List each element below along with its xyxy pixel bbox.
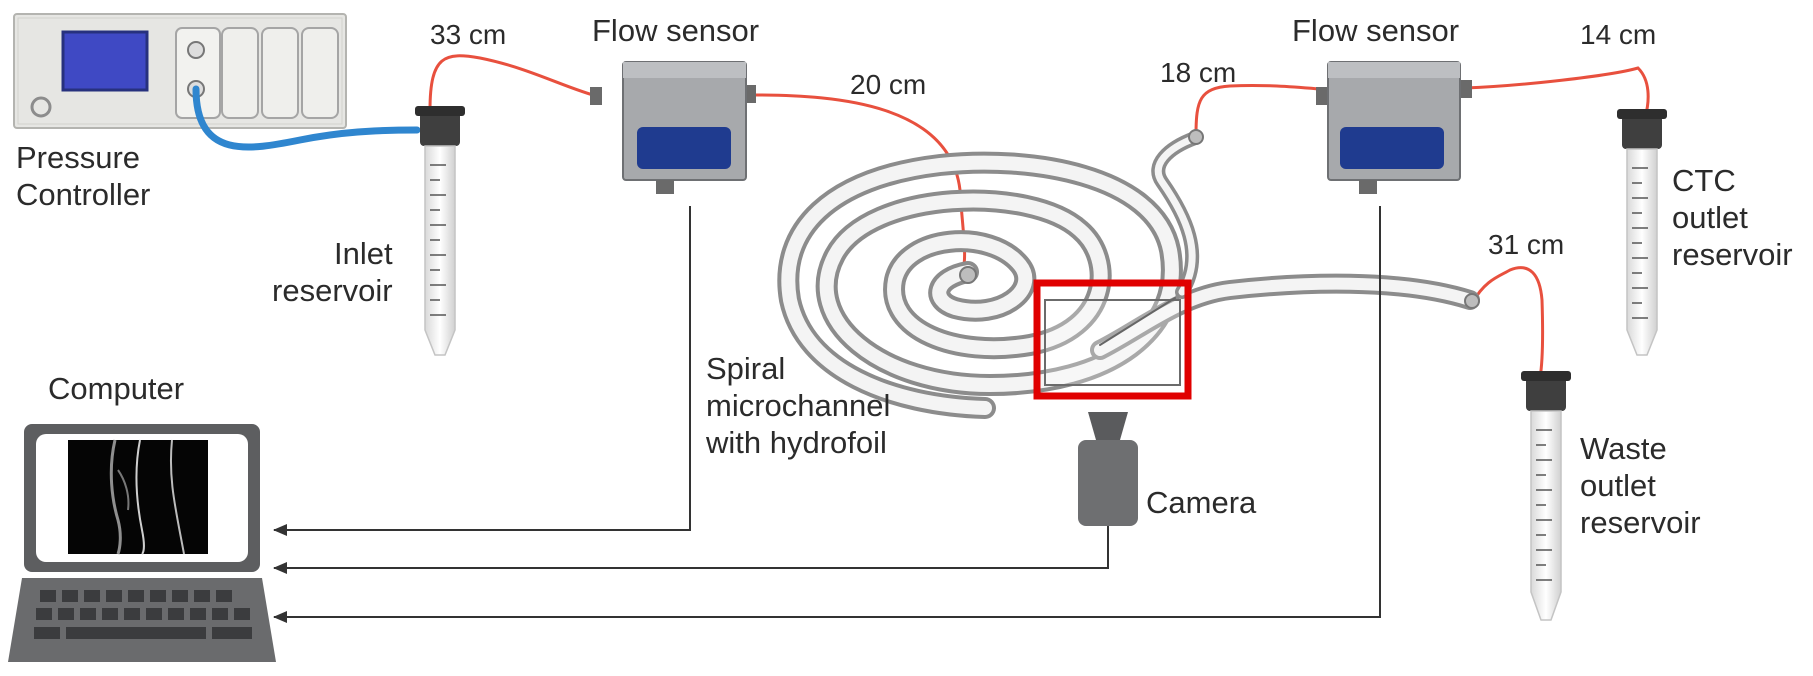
reservoir-tube-icon [1521, 371, 1571, 621]
length-label-31cm: 31 cm [1488, 229, 1565, 260]
flow-sensor-left-label: Flow sensor [592, 13, 760, 48]
flow-sensor-icon [1316, 61, 1472, 194]
laptop-icon [8, 424, 276, 662]
reservoir-tube-icon [1617, 109, 1667, 356]
arrow-icon [273, 526, 1109, 574]
inlet-reservoir-label: Inlet reservoir [272, 236, 393, 308]
length-label-14cm: 14 cm [1580, 19, 1657, 50]
length-label-18cm: 18 cm [1160, 57, 1237, 88]
signal-lines [273, 206, 1381, 623]
camera-label: Camera [1146, 485, 1257, 520]
length-label-20cm: 20 cm [850, 69, 927, 100]
computer-label: Computer [48, 371, 185, 406]
flow-sensor-icon [590, 61, 756, 194]
pressure-controller-label: Pressure Controller [16, 140, 151, 212]
length-label-33cm: 33 cm [430, 19, 507, 50]
flow-sensor-right-label: Flow sensor [1292, 13, 1460, 48]
air-line [192, 85, 421, 151]
spiral-chip-icon [777, 129, 1480, 419]
spiral-label: Spiral microchannel with hydrofoil [706, 351, 891, 460]
pressure-controller-icon [13, 13, 347, 129]
arrow-icon [273, 206, 1381, 623]
waste-outlet-label: Waste outlet reservoir [1580, 431, 1701, 540]
highlight-box [1033, 279, 1192, 400]
ctc-outlet-label: CTC outlet reservoir [1672, 163, 1793, 272]
arrow-icon [273, 206, 691, 536]
reservoir-tube-icon [415, 106, 465, 356]
camera-icon [1078, 412, 1138, 526]
